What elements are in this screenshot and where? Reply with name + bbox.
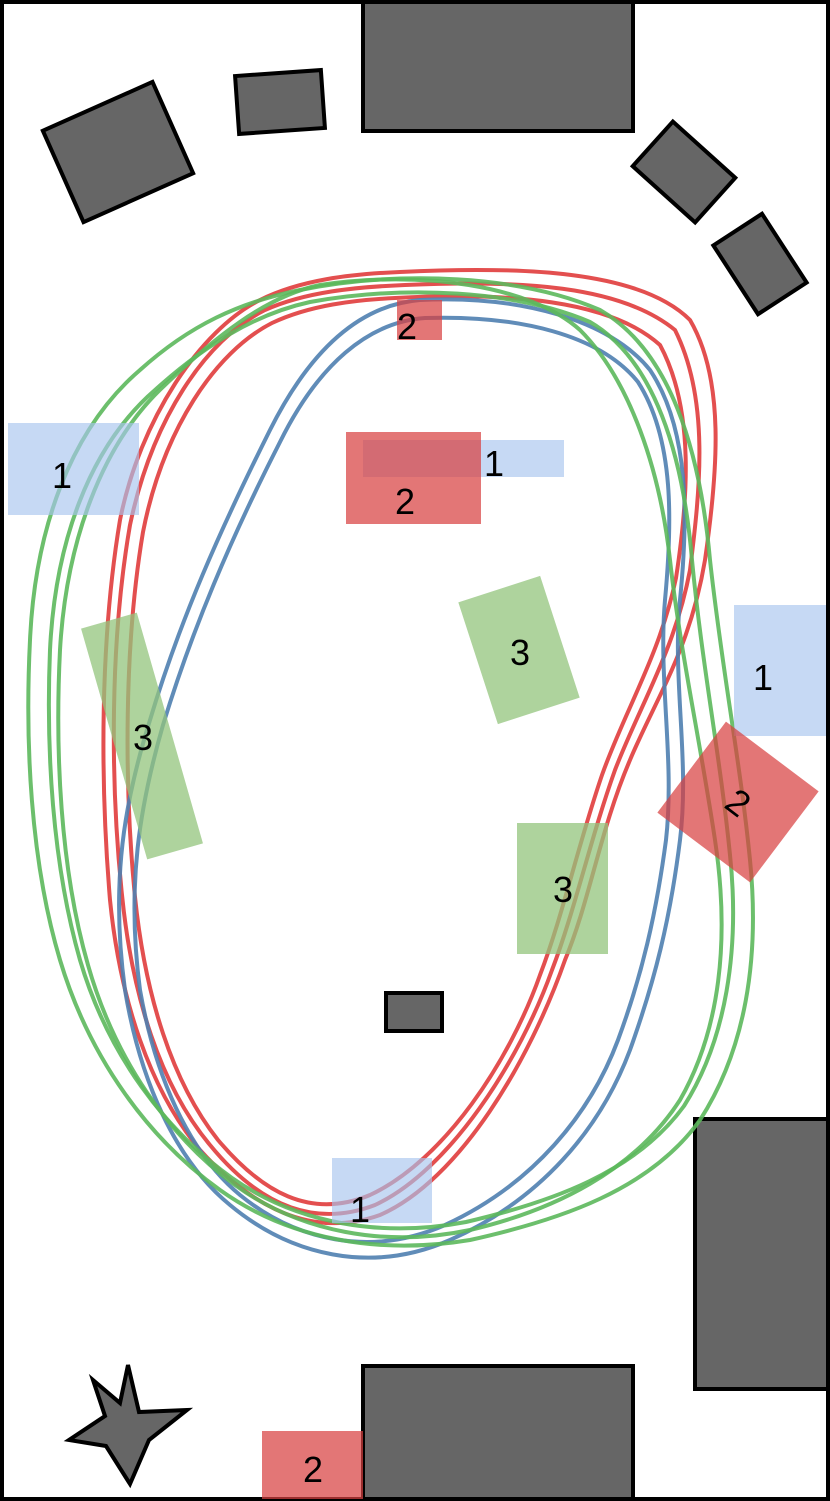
zone-1-left	[8, 423, 139, 515]
zone-label: 1	[753, 657, 773, 698]
zone-2-top-small	[397, 300, 442, 340]
zone-label: 3	[553, 869, 573, 910]
zone-label: 1	[52, 455, 72, 496]
zone-label: 3	[133, 717, 153, 758]
zone-label: 2	[303, 1449, 323, 1490]
obstacle-top-small	[232, 67, 328, 137]
zone-2-top	[346, 432, 481, 524]
zone-2-right	[657, 721, 819, 883]
star-icon	[63, 1364, 194, 1489]
zones-2	[262, 300, 819, 1499]
zone-label: 1	[350, 1189, 370, 1230]
zone-2-bottom	[262, 1431, 363, 1499]
zone-label: 3	[510, 632, 530, 673]
zones-3	[81, 575, 608, 954]
zone-1-right	[734, 605, 826, 736]
obstacle-bottom-right	[693, 1117, 830, 1391]
zone-label: 1	[484, 443, 504, 484]
zone-3-right	[517, 823, 608, 954]
obstacle-bottom-center	[361, 1364, 635, 1501]
trajectory-green-3	[56, 277, 724, 1240]
zone-label: 2	[397, 306, 417, 347]
obstacle-top-right-1	[629, 118, 739, 226]
zone-3-left	[81, 612, 203, 860]
trajectory-green	[26, 276, 755, 1248]
zone-label: 2	[395, 481, 415, 522]
obstacle-top-left	[40, 79, 196, 225]
obstacle-top-center	[361, 0, 635, 133]
zone-3-center	[458, 575, 580, 725]
obstacle-center-small	[384, 991, 444, 1033]
trajectory-blue	[117, 297, 687, 1260]
obstacles	[40, 0, 830, 1501]
obstacle-top-right-2	[710, 211, 810, 317]
zone-1-bottom	[332, 1158, 432, 1223]
trajectory-green-2	[46, 290, 736, 1231]
